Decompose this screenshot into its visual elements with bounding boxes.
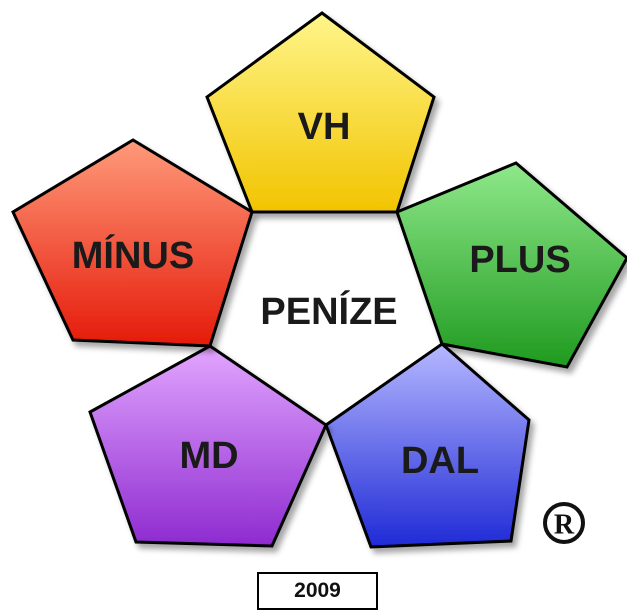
pentagon-md-shape [88, 344, 328, 548]
pentagon-vh-shape [205, 11, 436, 214]
registered-mark-letter: R [554, 510, 575, 541]
registered-mark-icon: R [543, 502, 585, 544]
center-label: PENÍZE [260, 289, 397, 333]
pentagon-dal-shape [324, 342, 531, 549]
pentagon-plus: PLUS [395, 161, 627, 369]
pentagon-md: MD [88, 344, 328, 548]
pentagon-minus-shape [11, 138, 254, 348]
pentagon-md-label: MD [179, 435, 238, 477]
pentagon-minus: MÍNUS [11, 138, 254, 348]
pentagon-dal: DAL [324, 342, 531, 549]
year-box: 2009 [257, 572, 378, 610]
pentagon-minus-label: MÍNUS [72, 233, 194, 277]
pentagon-plus-label: PLUS [469, 239, 570, 281]
pentagon-dal-label: DAL [401, 440, 479, 482]
pentagon-vh: VH [205, 11, 436, 214]
year-label: 2009 [294, 579, 341, 602]
pentagon-plus-shape [395, 161, 627, 369]
pentagon-vh-label: VH [298, 106, 351, 148]
